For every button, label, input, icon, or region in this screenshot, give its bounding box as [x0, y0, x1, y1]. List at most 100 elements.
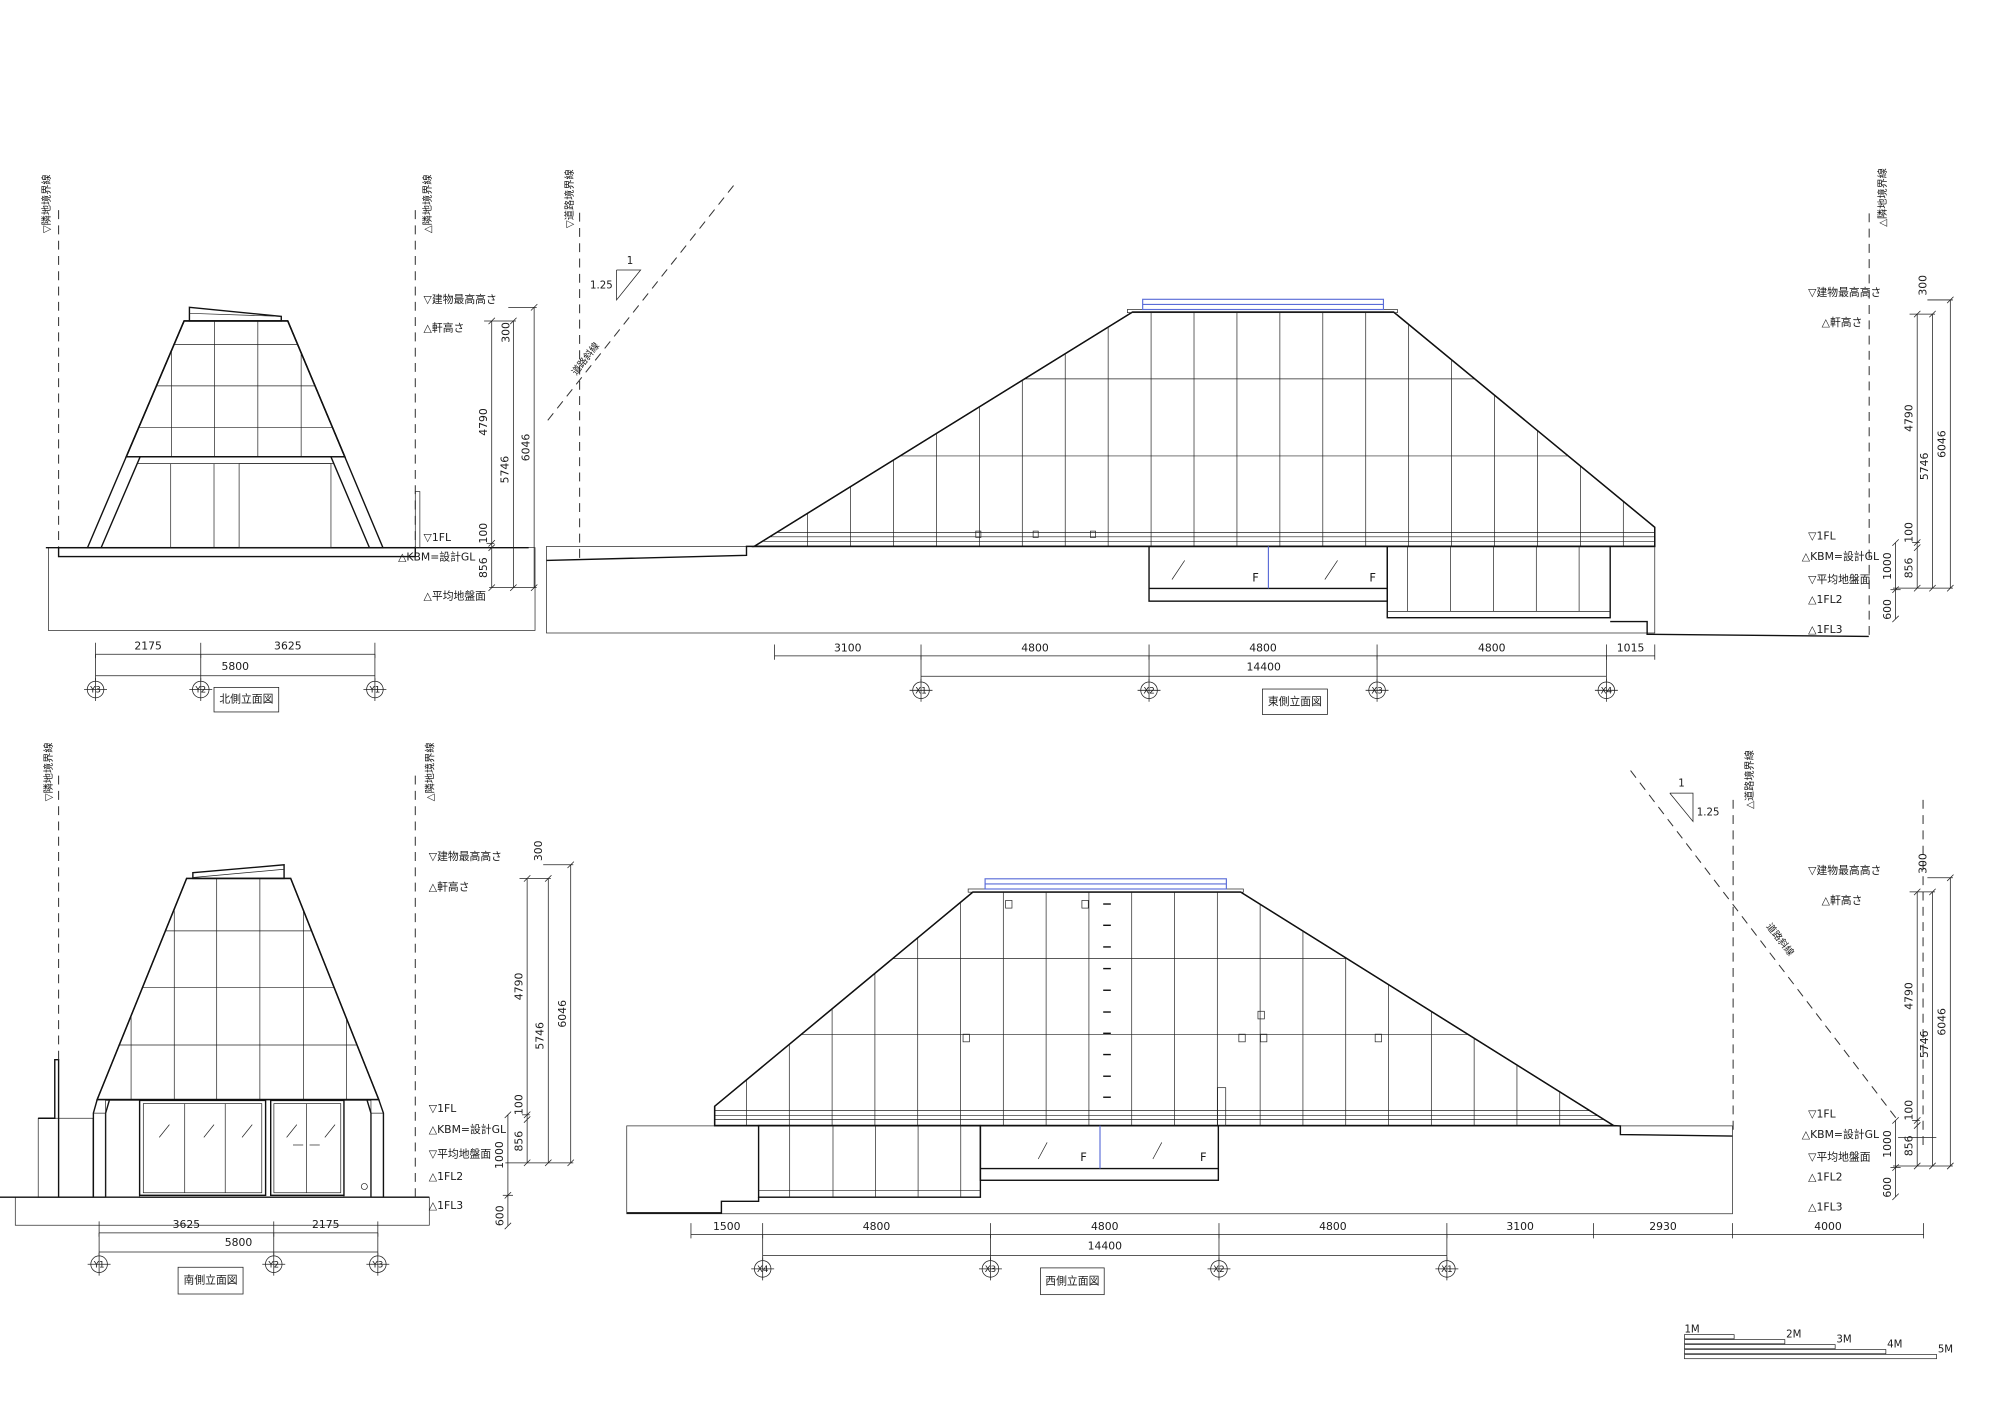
dimension-4790: 4790 [1903, 404, 1916, 432]
level-label-avg: ▽平均地盤面 [1808, 573, 1871, 586]
wall-vent [962, 1033, 970, 1043]
grid-bubble [912, 681, 930, 699]
right-pillar-inner [366, 1099, 372, 1198]
wall-vent [1090, 530, 1096, 538]
level-label-fl1: ▽1FL [424, 531, 451, 544]
grid-label: Y1 [369, 686, 381, 696]
title-box [177, 1266, 244, 1295]
glass-reflection [1037, 1142, 1048, 1160]
level-label-top: ▽建物最高高さ [424, 292, 497, 306]
dimension-tick [504, 1222, 512, 1230]
dimension-1000: 1000 [1881, 1130, 1894, 1158]
fire-door-mark: F [1080, 1150, 1087, 1164]
right-pillar-outer [378, 1099, 385, 1198]
intercom-button [360, 1183, 368, 1190]
grid-bubble [265, 1255, 283, 1273]
grid-label: X3 [1371, 686, 1382, 696]
fire-door-mark: F [1252, 571, 1259, 585]
dimension-4790: 4790 [1903, 982, 1916, 1010]
grid-bubble [86, 680, 105, 699]
dimension-100: 100 [477, 523, 490, 544]
wall-vent [1005, 900, 1013, 909]
ground-hatch [546, 546, 1656, 634]
roof-cap-line [192, 868, 285, 878]
entrance-shutter [238, 463, 332, 549]
title-box [1262, 688, 1328, 715]
level-label-eave: △軒高さ [1822, 893, 1863, 907]
grid-label: X2 [1213, 1265, 1224, 1275]
dimension-600: 600 [493, 1205, 506, 1226]
dimension-overall: 5800 [225, 1236, 253, 1249]
elevation-title: 西側立面図 [1045, 1273, 1099, 1287]
grid-label: Y2 [194, 686, 206, 696]
wall-vent [1032, 530, 1039, 538]
level-label-fl2: △1FL2 [1808, 593, 1842, 606]
concrete-panel-field [125, 320, 346, 458]
grid-bubble [90, 1255, 108, 1273]
fire-door-mark: F [1369, 571, 1376, 585]
title-box [1040, 1267, 1105, 1296]
grid-label: X2 [1143, 686, 1154, 696]
grid-label: X1 [1441, 1265, 1452, 1275]
level-label-avg: ▽平均地盤面 [1808, 1151, 1871, 1164]
boundary-label-right: △隣地境界線 [424, 742, 437, 801]
glass-reflection [324, 1124, 336, 1138]
ground-line-right [1610, 620, 1869, 638]
wall-vent [1257, 1010, 1265, 1020]
boundary-label-right: △隣地境界線 [421, 174, 434, 233]
glass-reflection [1324, 560, 1338, 580]
dimension-4790: 4790 [477, 408, 490, 436]
glass-reflection [158, 1124, 170, 1138]
grid-label: Y3 [371, 1260, 383, 1270]
level-label-kbm: △KBM=設計GL [398, 550, 475, 564]
dimension-tick [1913, 544, 1921, 552]
dimension-100: 100 [1903, 522, 1916, 543]
level-label-fl3: △1FL3 [1808, 623, 1842, 636]
lower-wall-panels [1386, 545, 1611, 619]
level-label-fl1: ▽1FL [1808, 529, 1835, 542]
level-label-top: ▽建物最高高さ [429, 849, 502, 863]
glazed-screen-left [138, 1099, 267, 1196]
scale-bar-label: 2M [1786, 1330, 1801, 1341]
road-slope-line [547, 181, 737, 421]
slope-ratio-triangle [616, 269, 642, 302]
lower-wall-panels [757, 1124, 982, 1198]
dimension-600: 600 [1881, 1177, 1894, 1198]
level-label-avg: △平均地盤面 [424, 590, 487, 603]
glass-reflection [1171, 560, 1186, 580]
roof-skylight-cap [192, 864, 285, 880]
building-outline [751, 311, 1656, 548]
dimension-horizontal: 1015 [1617, 641, 1645, 654]
glazed-door-right [270, 1099, 345, 1196]
slope-run: 1 [627, 256, 633, 267]
dimension-horizontal: 2175 [312, 1218, 340, 1231]
left-wall-panel [105, 1100, 140, 1198]
level-label-top: ▽建物最高高さ [1808, 863, 1881, 877]
glass-reflection [286, 1124, 298, 1138]
dimension-856: 856 [1903, 1135, 1916, 1156]
slope-rise: 1.25 [590, 280, 613, 291]
grid-bubble [192, 680, 210, 699]
roof-cap-line [189, 312, 282, 317]
ground-hatch [626, 1125, 1733, 1215]
lower-glazing-box [979, 1124, 1220, 1181]
scale-bar-segment-5 [1684, 1354, 1937, 1360]
elevation-title: 東側立面図 [1268, 694, 1322, 708]
dimension-856: 856 [512, 1131, 525, 1152]
ground-line-left [546, 545, 755, 562]
level-label-eave: △軒高さ [429, 880, 470, 894]
scale-bar-segment-1 [1684, 1334, 1735, 1340]
building-outline [125, 320, 346, 458]
building-outer-shell [86, 320, 384, 549]
dimension-6046: 6046 [1936, 430, 1949, 458]
boundary-wall [414, 491, 421, 549]
grid-bubble [1368, 681, 1386, 699]
dimension-856: 856 [1903, 557, 1916, 578]
dimension-tick [504, 1111, 512, 1119]
dimension-tick [488, 544, 496, 552]
wall-notch [1217, 1087, 1227, 1126]
dimension-horizontal: 2930 [1649, 1220, 1677, 1233]
